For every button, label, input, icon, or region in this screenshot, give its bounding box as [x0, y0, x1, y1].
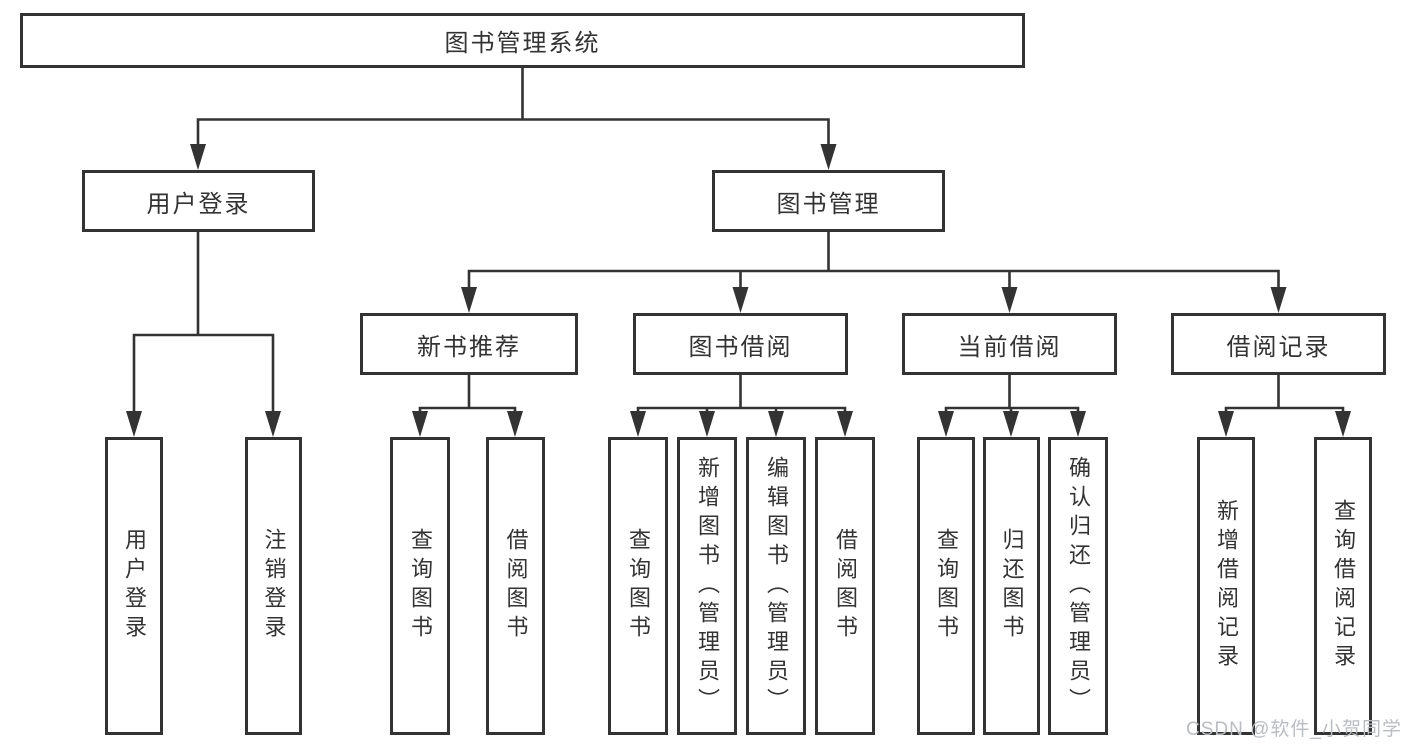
node-leaf-query-books-2: 查询图书	[608, 437, 668, 735]
node-leaf-query-books-3-label: 查询图书	[934, 528, 959, 644]
node-book-management-label: 图书管理	[776, 190, 881, 218]
node-leaf-confirm-return-admin-label: 确认归还（管理员）	[1066, 455, 1091, 717]
node-leaf-query-books-3: 查询图书	[917, 437, 975, 735]
node-leaf-query-borrow-record: 查询借阅记录	[1314, 437, 1372, 735]
node-book-borrowing-label: 图书借阅	[688, 333, 793, 361]
node-current-borrowing-label: 当前借阅	[957, 333, 1062, 361]
node-leaf-logout-label: 注销登录	[261, 528, 287, 644]
node-leaf-edit-books-admin: 编辑图书（管理员）	[746, 437, 806, 735]
node-leaf-edit-books-admin-label: 编辑图书（管理员）	[764, 455, 789, 717]
node-user-login-label: 用户登录	[146, 190, 251, 218]
node-borrowing-records: 借阅记录	[1171, 313, 1386, 375]
node-leaf-confirm-return-admin: 确认归还（管理员）	[1048, 437, 1108, 735]
node-new-book-recommend: 新书推荐	[360, 313, 578, 375]
node-leaf-return-books-label: 归还图书	[999, 528, 1025, 644]
node-root-label: 图书管理系统	[444, 30, 601, 57]
node-leaf-query-borrow-record-label: 查询借阅记录	[1331, 499, 1356, 673]
node-current-borrowing: 当前借阅	[902, 313, 1117, 375]
node-leaf-add-books-admin: 新增图书（管理员）	[677, 437, 737, 735]
node-leaf-add-borrow-record: 新增借阅记录	[1197, 437, 1255, 735]
node-leaf-borrow-books-2: 借阅图书	[815, 437, 875, 735]
node-leaf-logout: 注销登录	[245, 437, 302, 735]
watermark: CSDN @软件_小贺同学	[1186, 719, 1402, 740]
node-user-login: 用户登录	[82, 170, 315, 232]
node-leaf-query-books-1-label: 查询图书	[408, 528, 433, 644]
node-leaf-user-login-label: 用户登录	[122, 528, 147, 644]
node-leaf-query-books-1: 查询图书	[390, 437, 450, 735]
node-book-borrowing: 图书借阅	[633, 313, 848, 375]
node-leaf-add-books-admin-label: 新增图书（管理员）	[695, 455, 720, 717]
node-leaf-borrow-books-2-label: 借阅图书	[833, 528, 858, 644]
node-leaf-user-login: 用户登录	[105, 437, 163, 735]
node-leaf-add-borrow-record-label: 新增借阅记录	[1214, 499, 1239, 673]
node-book-management: 图书管理	[712, 170, 945, 232]
node-new-book-recommend-label: 新书推荐	[417, 333, 521, 361]
node-borrowing-records-label: 借阅记录	[1226, 333, 1331, 361]
node-leaf-query-books-2-label: 查询图书	[626, 528, 651, 644]
node-leaf-return-books: 归还图书	[983, 437, 1040, 735]
node-leaf-borrow-books-1-label: 借阅图书	[503, 528, 529, 644]
node-leaf-borrow-books-1: 借阅图书	[486, 437, 545, 735]
node-root: 图书管理系统	[20, 13, 1025, 68]
